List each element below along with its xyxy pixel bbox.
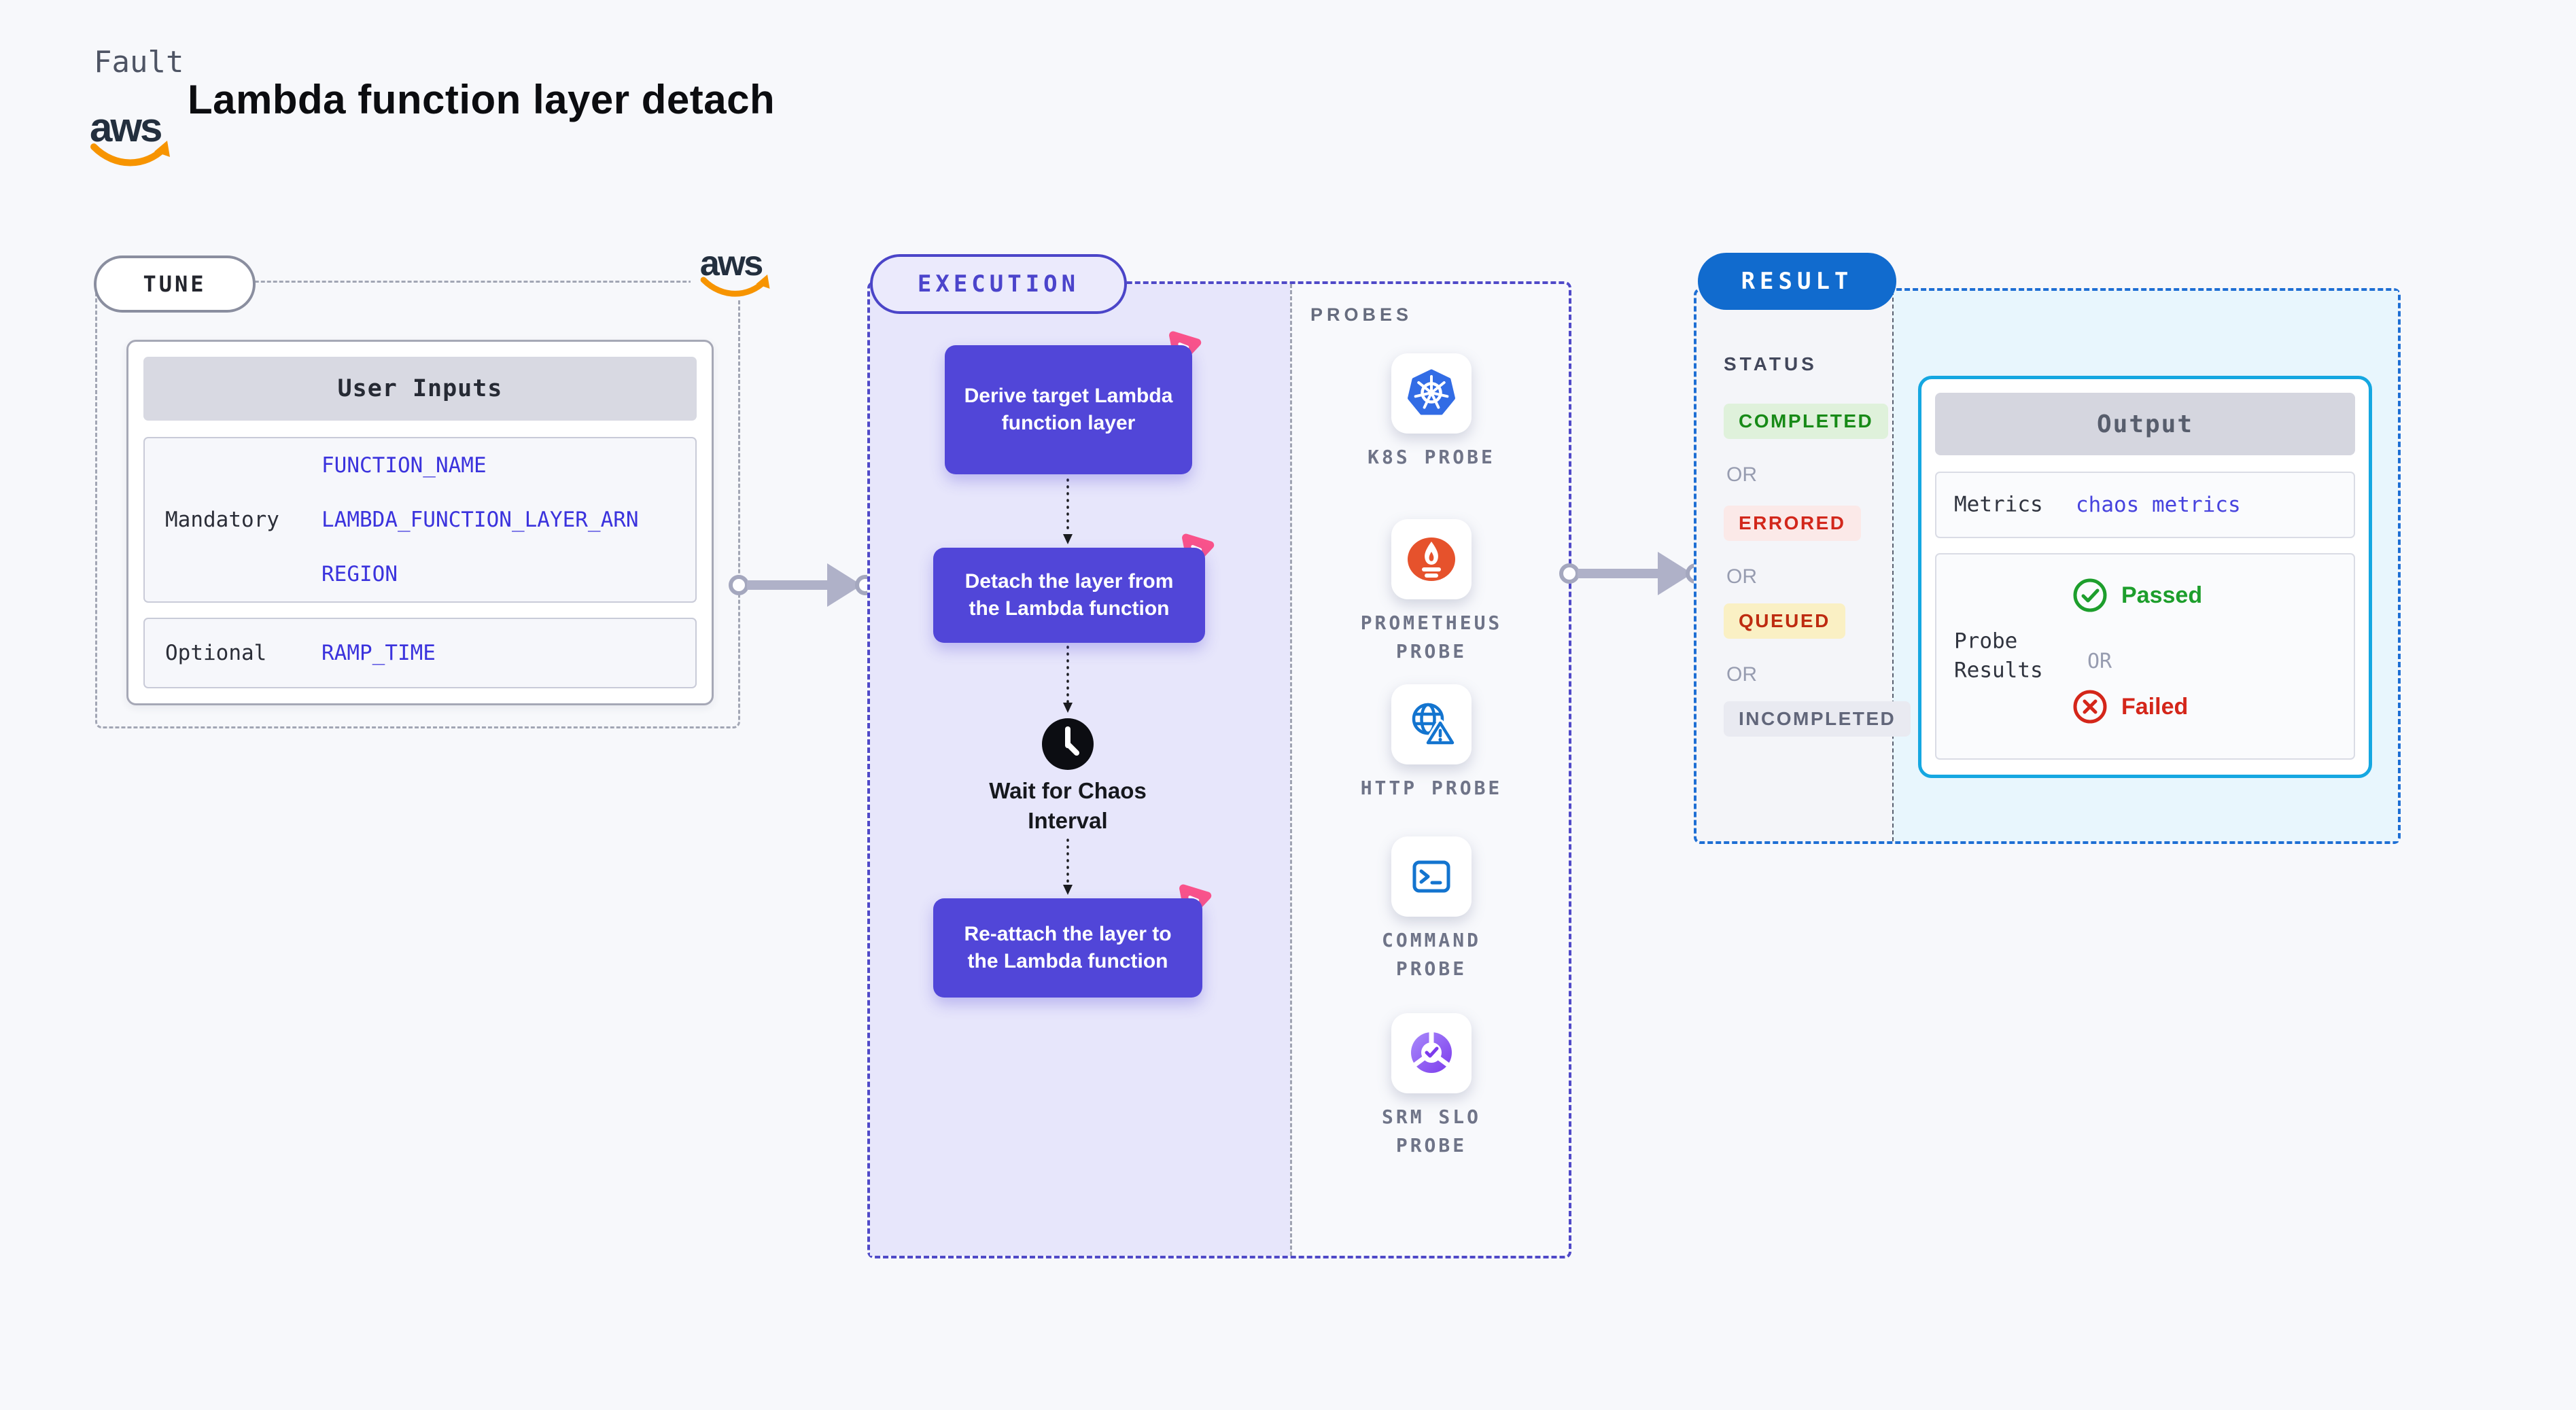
probe-label-http: HTTP PROBE — [1360, 777, 1503, 799]
execution-to-result-arrow — [1559, 552, 1706, 595]
step-derive-layer: Derive target Lambda function layer — [945, 331, 1202, 474]
probe-passed: Passed — [2072, 578, 2202, 613]
optional-row: Optional RAMP_TIME — [143, 618, 697, 688]
x-circle-icon — [2073, 690, 2107, 724]
or-separator: OR — [2087, 650, 2112, 673]
probe-card-prometheus — [1391, 519, 1472, 599]
metrics-label: Metrics — [1954, 492, 2043, 517]
probe-failed: Failed — [2072, 689, 2188, 724]
execution-pill: EXECUTION — [870, 254, 1127, 314]
kubernetes-icon — [1408, 369, 1455, 415]
flow-connector — [1063, 646, 1073, 713]
probe-card-http — [1391, 684, 1472, 764]
output-header: Output — [1935, 393, 2355, 455]
http-icon — [1412, 703, 1457, 747]
mandatory-params: FUNCTION_NAME LAMBDA_FUNCTION_LAYER_ARN … — [321, 453, 639, 586]
aws-logo: aws — [88, 103, 173, 167]
srm-slo-icon — [1411, 1031, 1452, 1073]
probes-heading: PROBES — [1310, 304, 1413, 325]
status-badge-queued: QUEUED — [1724, 603, 1845, 639]
chaos-metrics-link[interactable]: chaos metrics — [2076, 493, 2241, 517]
probe-card-srm-slo — [1391, 1013, 1472, 1093]
metrics-row: Metrics chaos metrics — [1935, 472, 2355, 538]
status-heading: STATUS — [1724, 353, 1817, 374]
step-reattach-layer: Re-attach the layer to the Lambda functi… — [933, 884, 1212, 998]
probes-divider — [1290, 284, 1292, 1256]
probe-card-k8s — [1391, 353, 1472, 434]
wait-chaos-interval-label: Wait for Chaos Interval — [989, 778, 1147, 833]
optional-label: Optional — [165, 641, 267, 665]
step-detach-layer: Detach the layer from the Lambda functio… — [933, 533, 1215, 643]
param-region: REGION — [321, 562, 398, 586]
result-pill: RESULT — [1698, 253, 1896, 310]
mandatory-label: Mandatory — [165, 508, 279, 532]
tune-section — [95, 281, 740, 728]
step-detach-label: Detach the layer from the Lambda functio… — [933, 548, 1205, 643]
optional-params: RAMP_TIME — [321, 641, 436, 665]
probe-card-command — [1391, 836, 1472, 917]
user-inputs-header: User Inputs — [143, 357, 697, 421]
flow-connector — [1063, 839, 1073, 895]
status-badge-incompleted: INCOMPLETED — [1724, 701, 1911, 737]
probe-label-prometheus: PROMETHEUS PROBE — [1360, 612, 1503, 663]
prometheus-icon — [1408, 537, 1455, 581]
probe-label-command: COMMAND PROBE — [1381, 929, 1481, 980]
fault-kicker: Fault — [94, 45, 184, 80]
user-inputs-table: User Inputs Mandatory FUNCTION_NAME LAMB… — [126, 340, 714, 705]
status-badge-errored: ERRORED — [1724, 506, 1861, 541]
probe-label-k8s: K8S PROBE — [1368, 446, 1495, 468]
probe-label-srm-slo: SRM SLO PROBE — [1381, 1106, 1481, 1157]
clock-icon — [1042, 718, 1094, 770]
tune-pill: TUNE — [94, 255, 256, 313]
param-function-name: FUNCTION_NAME — [321, 453, 487, 478]
flow-connector — [1063, 478, 1073, 544]
mandatory-row: Mandatory FUNCTION_NAME LAMBDA_FUNCTION_… — [143, 437, 697, 603]
probe-results-label: Probe Results — [1954, 629, 2043, 683]
command-icon — [1412, 860, 1450, 893]
step-reattach-label: Re-attach the layer to the Lambda functi… — [933, 898, 1202, 998]
result-divider — [1892, 291, 1894, 841]
or-separator: OR — [1726, 663, 1757, 686]
aws-logo-small: aws — [691, 239, 780, 300]
check-circle-icon — [2073, 578, 2107, 612]
step-derive-label: Derive target Lambda function layer — [945, 345, 1192, 474]
svg-text:aws: aws — [700, 244, 762, 283]
or-separator: OR — [1726, 565, 1757, 588]
or-separator: OR — [1726, 463, 1757, 486]
tune-to-execution-arrow — [729, 563, 875, 607]
svg-text:aws: aws — [90, 105, 161, 150]
passed-label: Passed — [2121, 582, 2203, 608]
failed-label: Failed — [2121, 693, 2189, 720]
param-layer-arn: LAMBDA_FUNCTION_LAYER_ARN — [321, 508, 639, 532]
status-badge-completed: COMPLETED — [1724, 404, 1889, 439]
output-table: Output Metrics chaos metrics Probe Resul… — [1918, 376, 2372, 778]
param-ramp-time: RAMP_TIME — [321, 641, 436, 665]
probe-results-row: Probe Results Passed OR Failed — [1935, 553, 2355, 760]
page-title: Lambda function layer detach — [188, 77, 776, 122]
